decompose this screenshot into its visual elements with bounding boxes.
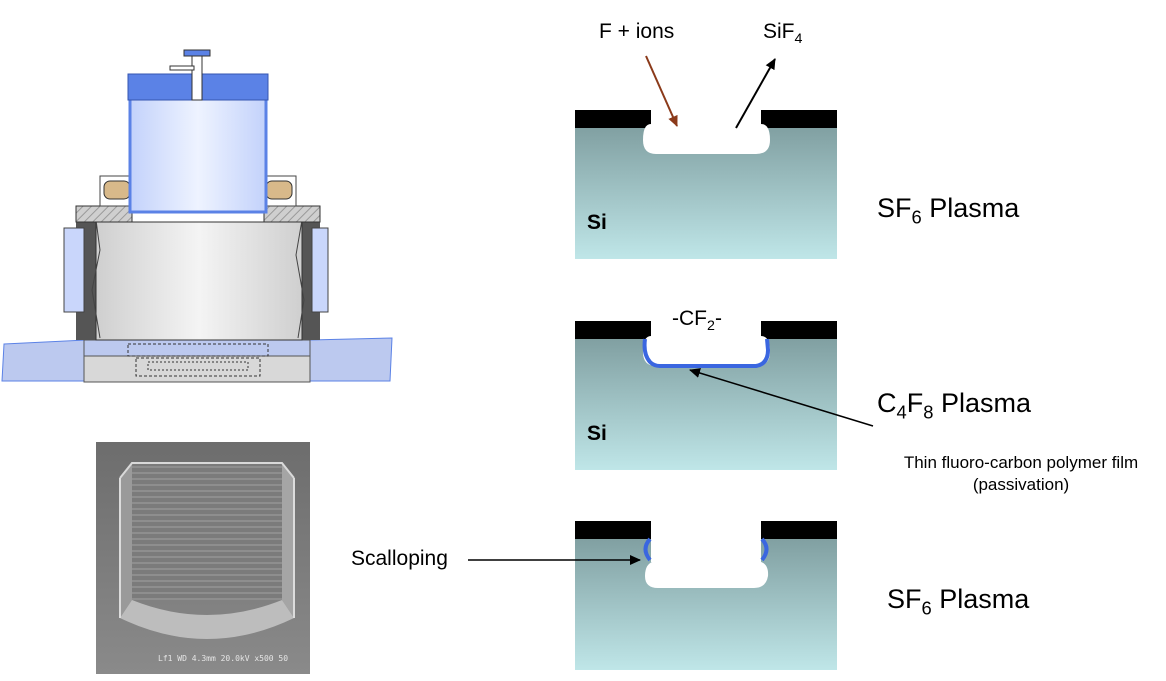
passivation-right	[760, 537, 769, 562]
etch-cavity	[643, 124, 770, 154]
gas-inlet-pipe	[191, 55, 203, 101]
si-label-1: Si	[587, 211, 607, 234]
film-note: Thin fluoro-carbon polymer film (passiva…	[879, 452, 1163, 496]
mask-right	[761, 521, 837, 539]
cf2-label: -CF2-	[672, 307, 722, 333]
f-ions-arrow	[645, 55, 678, 127]
sif4-arrow	[735, 58, 776, 129]
mask-left	[575, 521, 651, 539]
trench-left-wall	[120, 463, 132, 618]
passivation-left	[643, 537, 652, 562]
film-note-line2: (passivation)	[972, 475, 1070, 495]
f-ions-label: F + ions	[599, 20, 675, 43]
source-tube	[128, 96, 268, 214]
base-flange-top	[83, 339, 311, 357]
sem-micrograph	[96, 442, 310, 674]
step2-sub2: 8	[923, 401, 934, 423]
stage-dashed	[127, 343, 269, 357]
film-note-line1: Thin fluoro-carbon polymer film	[903, 453, 1139, 472]
mask-right	[761, 110, 837, 128]
step3-subscript: 6	[921, 597, 932, 619]
step1-subscript: 6	[911, 206, 922, 228]
panel-sf6-scalloping	[468, 521, 837, 670]
coil-right	[265, 180, 293, 200]
scalloping-label: Scalloping	[351, 547, 448, 570]
base-plate	[1, 339, 87, 382]
cf2-post: -	[714, 307, 722, 330]
trench-rim	[119, 462, 295, 479]
step2-plasma: Plasma	[933, 388, 1031, 418]
mask-left	[575, 321, 651, 339]
etch-cavity-upper	[651, 536, 761, 562]
step1-label: SF6 Plasma	[877, 193, 1020, 227]
mask-right	[761, 321, 837, 339]
si-label-2: Si	[587, 422, 607, 445]
stage-inner	[147, 361, 249, 371]
step1-gas: SF	[877, 193, 912, 223]
step2-sub1: 4	[896, 401, 907, 423]
step3-label: SF6 Plasma	[887, 584, 1030, 618]
trench-right-wall	[282, 463, 294, 618]
step3-plasma: Plasma	[931, 584, 1030, 614]
step3-gas: SF	[887, 584, 922, 614]
chamber-break-right	[295, 219, 305, 339]
cf2-pre: -CF	[672, 307, 707, 330]
chamber-break-left	[91, 219, 101, 339]
sif4-subscript: 4	[794, 30, 803, 47]
etch-cavity	[643, 336, 770, 366]
trench-floor	[120, 600, 294, 639]
polymer-film	[642, 338, 771, 368]
panel-sf6-etch	[575, 55, 837, 259]
sem-caption: Lf1 WD 4.3mm 20.0kV x500 50	[158, 654, 289, 663]
stage-dashed-lower	[135, 357, 261, 377]
mask-left	[575, 110, 651, 128]
panel-c4f8-passivation	[575, 321, 874, 470]
base-plate-right	[309, 337, 393, 382]
right-magnet	[311, 227, 329, 313]
step2-f: F	[906, 388, 924, 418]
step2-c: C	[877, 388, 897, 418]
sif4-label: SiF4	[763, 20, 802, 46]
sif4-text: SiF	[763, 20, 795, 43]
left-magnet	[63, 227, 85, 313]
step1-plasma: Plasma	[921, 193, 1020, 223]
coil-left	[103, 180, 131, 200]
chamber-body	[95, 219, 303, 341]
gas-inlet-cap	[183, 49, 211, 57]
film-arrow	[689, 368, 874, 427]
reactor-diagram	[1, 49, 393, 383]
step2-label: C4F8 Plasma	[877, 388, 1031, 422]
cf2-subscript: 2	[707, 317, 715, 334]
gas-inlet-side	[169, 65, 195, 71]
trench-back-wall	[132, 463, 282, 600]
etch-cavity-lower	[645, 561, 769, 588]
